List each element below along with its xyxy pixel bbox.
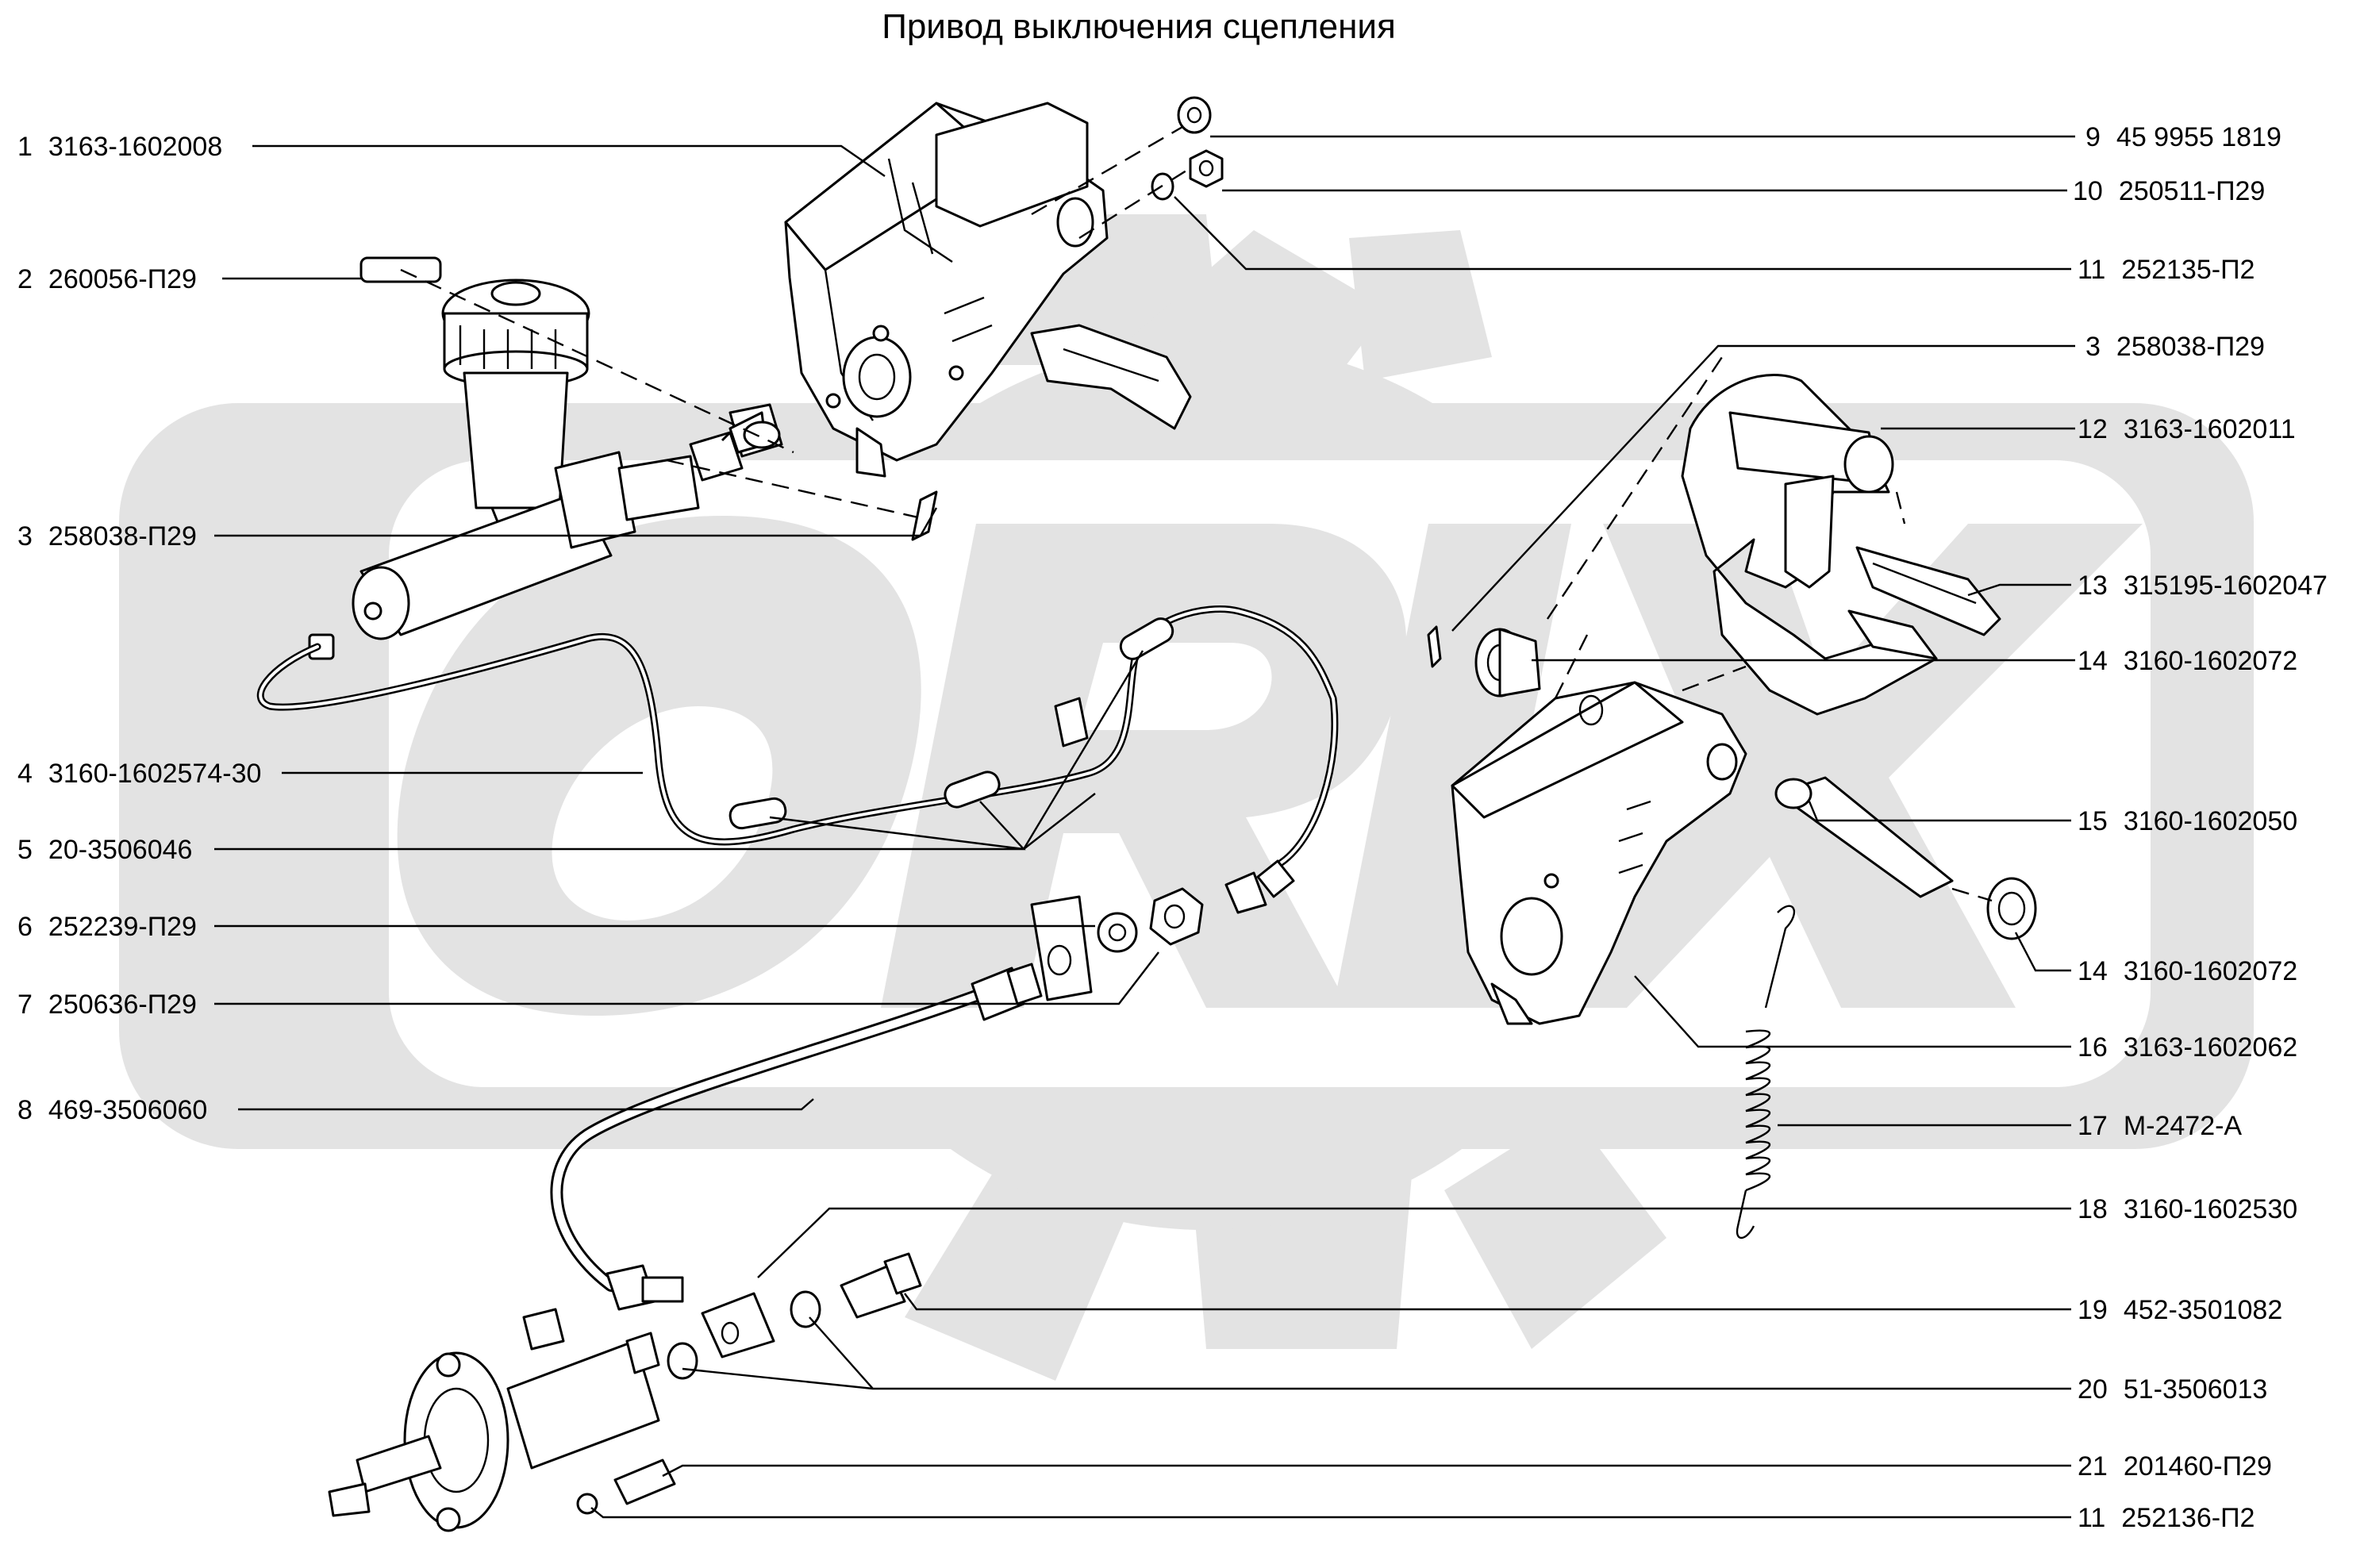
brake-pipe (256, 605, 1339, 914)
hose-bracket-fasteners (1030, 887, 1204, 1001)
slave-cylinder (328, 1252, 922, 1532)
clutch-hose (550, 963, 1043, 1311)
leader-lines (214, 135, 2075, 1519)
upper-pedal-bracket (784, 102, 1192, 478)
diagram-title: Привод выключения сцепления (882, 7, 1396, 46)
lower-pedal-assembly (1427, 356, 2037, 1239)
fasteners-top (1031, 96, 1224, 240)
master-cylinder-reservoir (308, 256, 938, 660)
parts-drawing (214, 96, 2075, 1532)
